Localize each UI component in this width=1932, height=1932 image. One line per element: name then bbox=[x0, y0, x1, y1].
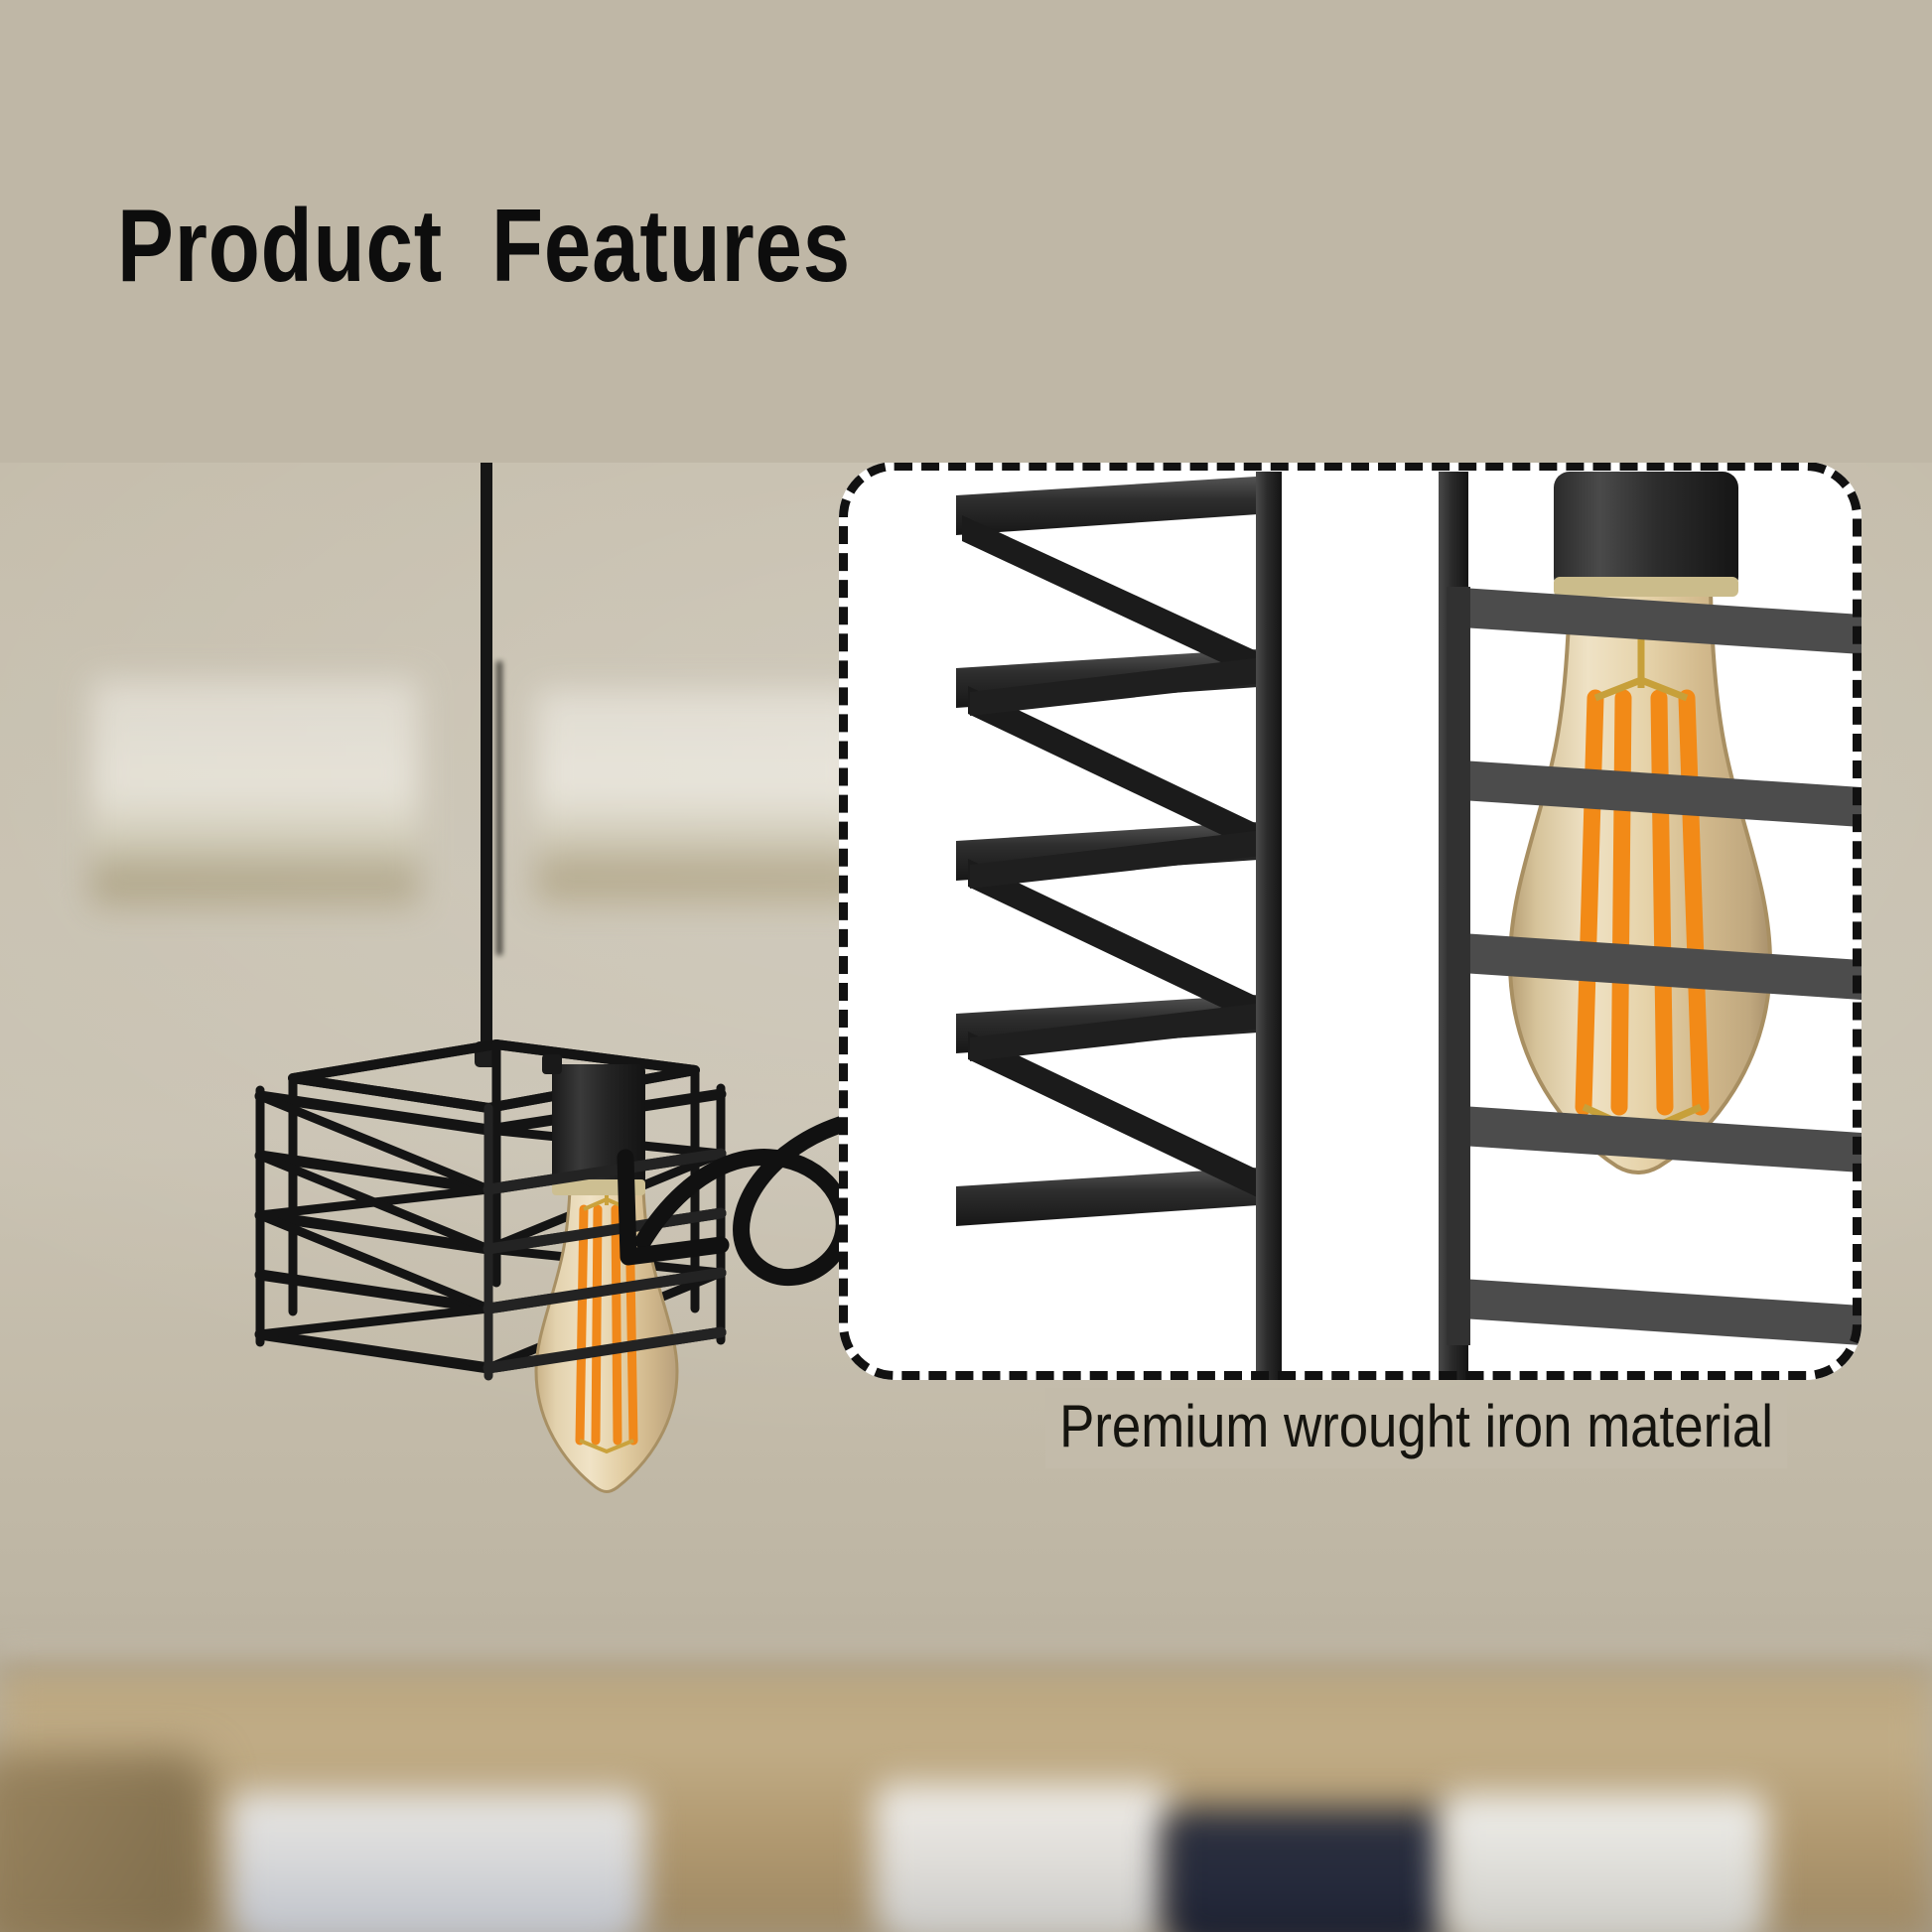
cage-zigzag-bars-left-reverse bbox=[970, 656, 1272, 1061]
cage-closeup-illustration bbox=[839, 462, 1862, 1380]
cage-zigzag-bars-left bbox=[962, 515, 1272, 1204]
callout-caption: Premium wrought iron material bbox=[1045, 1388, 1788, 1469]
page-title: Product Features bbox=[117, 189, 851, 304]
bulb-filaments bbox=[1575, 689, 1710, 1116]
zoom-callout-panel bbox=[839, 462, 1862, 1380]
pendant-lamp bbox=[254, 463, 727, 1493]
cage-vertical-post-mid bbox=[1256, 472, 1282, 1380]
zoom-callout-clip bbox=[839, 462, 1862, 1380]
cage-horizontal-bars-right bbox=[1447, 587, 1862, 1345]
lamp-cage-front-bars bbox=[483, 1103, 727, 1381]
header-band: Product Features bbox=[0, 0, 1932, 463]
bulb-socket-cap bbox=[1554, 472, 1738, 597]
edison-bulb-closeup bbox=[1507, 472, 1773, 1174]
cage-vertical-connectors-right bbox=[1447, 587, 1470, 1345]
